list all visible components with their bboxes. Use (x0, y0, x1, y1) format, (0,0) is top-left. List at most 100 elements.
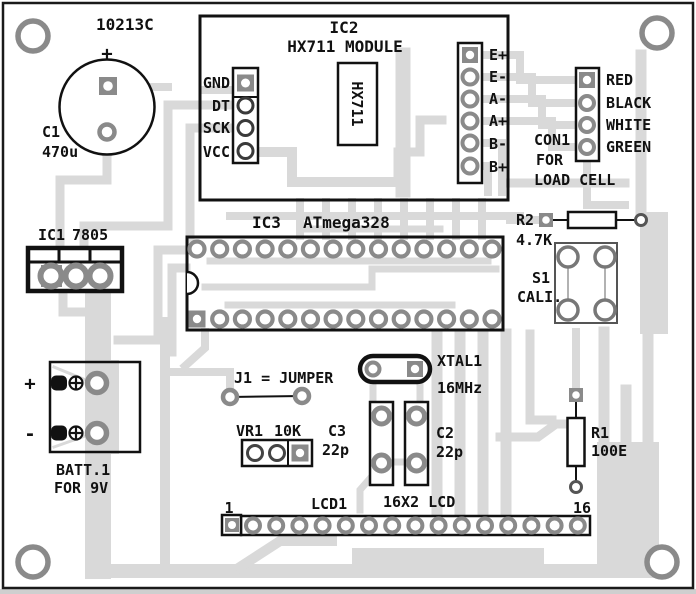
ic2-pin-em-label: E- (489, 68, 507, 86)
c3-value-label: 22p (322, 441, 349, 459)
solder-pad (313, 516, 332, 535)
c1-value-label: 470u (42, 143, 78, 161)
component-r2-resistor (539, 210, 648, 230)
solder-pad (323, 239, 343, 259)
solder-pad (452, 516, 471, 535)
con1-wire-green-label: GREEN (606, 138, 651, 156)
component-c2-capacitor (403, 400, 430, 487)
board-code-label: 10213C (96, 15, 154, 34)
ic3-pad-row-top (187, 239, 502, 259)
con1-ref-label: CON1 (534, 131, 570, 149)
solder-pad (278, 239, 298, 259)
component-lcd1-header (220, 513, 592, 537)
con1-wire-white-label: WHITE (606, 116, 651, 134)
solder-pad (437, 309, 457, 329)
mounting-hole-top-right (639, 15, 675, 51)
r1-ref-label: R1 (591, 424, 609, 442)
solder-pad (368, 239, 389, 259)
solder-pad (482, 309, 502, 329)
xtal1-ref-label: XTAL1 (437, 352, 482, 370)
batt-spec-label: FOR 9V (54, 479, 108, 497)
ic2-pin-ep-label: E+ (489, 46, 507, 64)
mounting-hole-bottom-left (15, 544, 51, 580)
solder-pad (459, 239, 479, 259)
con1-wire-black-label: BLACK (606, 94, 651, 112)
solder-pad (545, 516, 564, 535)
board-edge-shadow (0, 589, 696, 594)
component-ic3-atmega328 (185, 235, 505, 332)
solder-pad (187, 239, 207, 259)
vr1-ref-label: VR1 (236, 422, 263, 440)
ic2-pin-ap-label: A+ (489, 112, 507, 130)
solder-pad (255, 239, 275, 259)
con1-purpose1-label: FOR (536, 151, 564, 169)
solder-pad (244, 516, 262, 535)
component-ic1-7805 (25, 245, 125, 294)
solder-pad (336, 516, 355, 535)
ic2-title-label: HX711 MODULE (287, 37, 403, 56)
s1-function-label: CALI. (517, 288, 562, 306)
solder-pad (346, 239, 366, 259)
ic2-ref-label: IC2 (330, 18, 359, 37)
ic2-pin-bp-label: B+ (489, 158, 507, 176)
s1-ref-label: S1 (532, 269, 550, 287)
ic2-pin-gnd-label: GND (203, 74, 230, 92)
solder-pad (232, 309, 252, 329)
ic2-pin-bm-label: B- (489, 135, 507, 153)
vr1-value-label: 10K (274, 422, 301, 440)
solder-pad (437, 239, 457, 259)
solder-pad (368, 309, 389, 329)
solder-pad (267, 516, 286, 535)
ic2-pin-am-label: A- (489, 90, 507, 108)
component-r1-resistor (566, 388, 586, 494)
solder-pad (278, 309, 298, 329)
ic2-pin-vcc-label: VCC (203, 143, 230, 161)
solder-pad (414, 239, 434, 259)
solder-pad (568, 516, 587, 535)
ic3-ref-label: IC3 (252, 213, 281, 232)
lcd1-pin1-label: 1 (224, 499, 233, 517)
solder-pad (300, 309, 321, 329)
batt-minus-label: - (24, 423, 35, 445)
hx711-chip-label: HX711 (348, 81, 366, 126)
solder-pad (414, 309, 434, 329)
component-j1-jumper (220, 386, 312, 407)
con1-purpose2-label: LOAD CELL (534, 171, 615, 189)
batt-minus-terminal (68, 420, 110, 446)
con1-wire-red-label: RED (606, 71, 633, 89)
xtal1-value-label: 16MHz (437, 379, 482, 397)
c2-value-label: 22p (436, 443, 463, 461)
solder-pad (210, 309, 230, 329)
c2-ref-label: C2 (436, 424, 454, 442)
solder-pad (210, 239, 230, 259)
j1-label: J1 = JUMPER (234, 369, 334, 387)
ic1-part-label: 7805 (72, 226, 108, 244)
component-c1-capacitor (58, 58, 156, 156)
solder-pad (391, 239, 411, 259)
solder-pad (429, 516, 448, 535)
component-c3-capacitor (368, 400, 395, 487)
solder-pad (459, 309, 479, 329)
lcd1-pin16-label: 16 (573, 499, 591, 517)
ic3-pad-row-bottom (210, 309, 502, 329)
lcd1-type-label: 16X2 LCD (383, 493, 455, 511)
batt-plus-terminal (68, 370, 110, 396)
solder-pad (482, 239, 502, 259)
component-batt1-connector (48, 360, 142, 454)
component-vr1-preset (240, 438, 314, 468)
component-con1-connector (574, 66, 601, 163)
batt-plus-label: + (24, 373, 35, 395)
component-s1-switch (554, 242, 618, 324)
c3-ref-label: C3 (328, 422, 346, 440)
component-ic2-hx711-module (198, 14, 510, 202)
mounting-hole-bottom-right (644, 544, 680, 580)
c1-ref-label: C1 (42, 123, 60, 141)
solder-pad (360, 516, 378, 535)
solder-pad (499, 516, 518, 535)
lcd1-ref-label: LCD1 (311, 495, 347, 513)
ic1-ref-label: IC1 (38, 226, 65, 244)
solder-pad (255, 309, 275, 329)
solder-pad (476, 516, 494, 535)
